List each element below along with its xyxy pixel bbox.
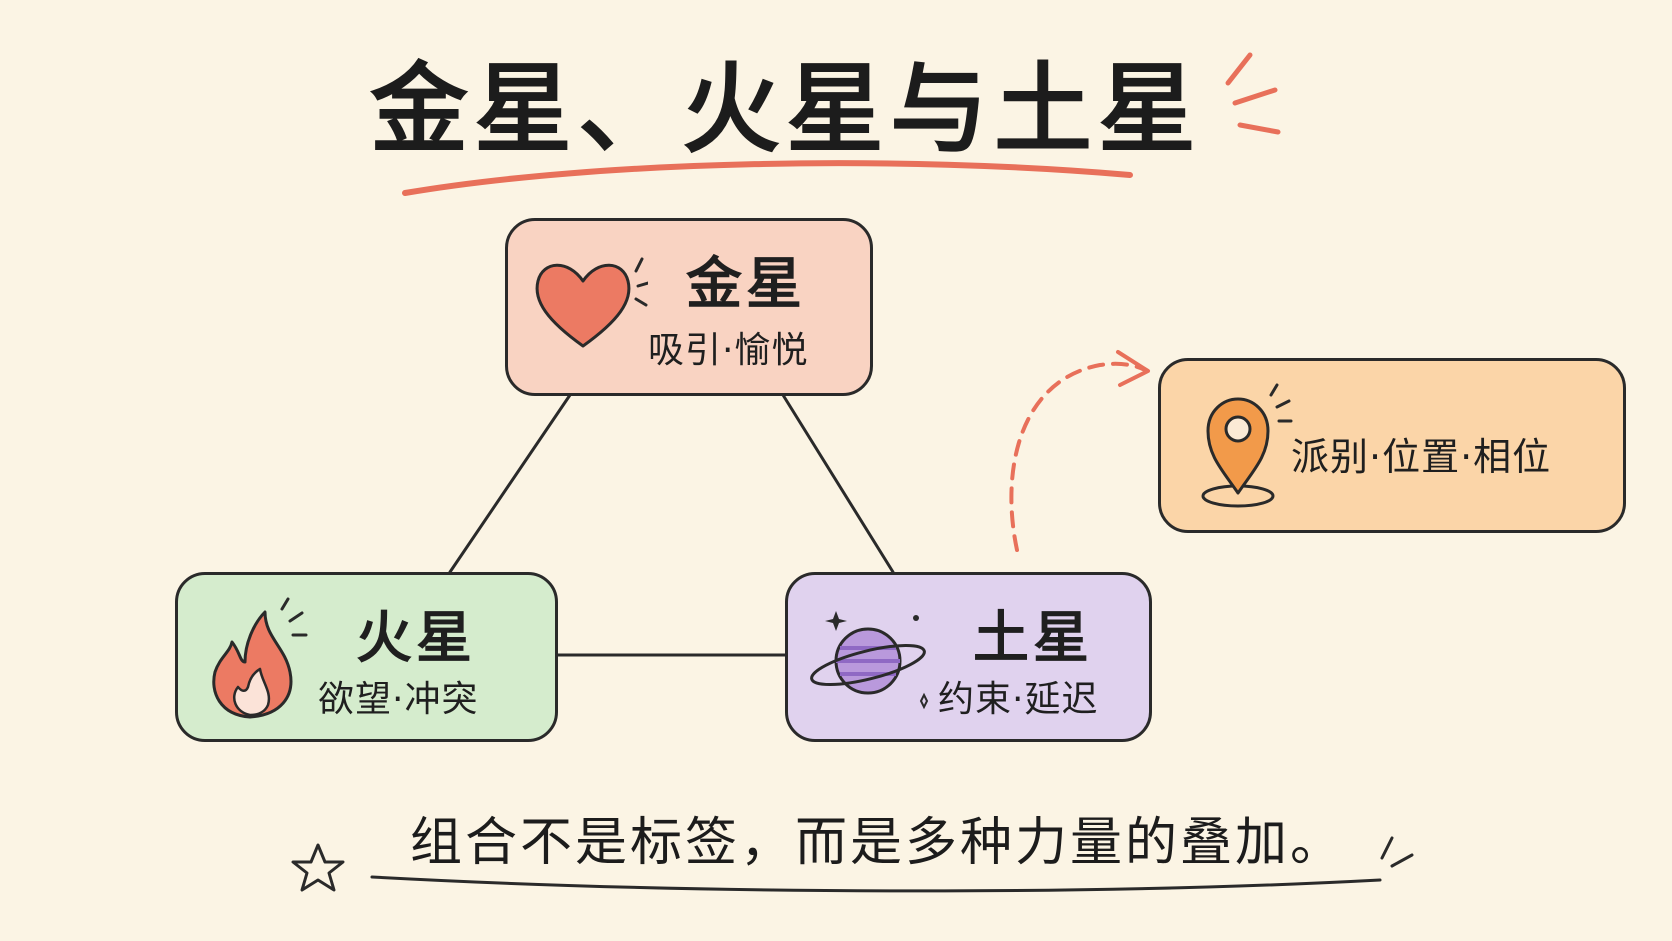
tagline-sparkle-icon xyxy=(1380,836,1414,868)
location-subtitle: 派别·位置·相位 xyxy=(1291,435,1552,479)
page-title: 金星、火星与土星 xyxy=(370,53,1203,167)
venus-subtitle: 吸引·愉悦 xyxy=(648,330,809,371)
map-pin-icon xyxy=(1201,383,1293,508)
mars-subtitle: 欲望·冲突 xyxy=(318,679,479,720)
node-mars: 火星 欲望·冲突 xyxy=(175,572,558,742)
mars-title: 火星 xyxy=(356,606,476,671)
flame-icon xyxy=(212,597,308,719)
saturn-subtitle: 约束·延迟 xyxy=(938,679,1099,720)
venus-title: 金星 xyxy=(686,252,806,317)
tagline: 组合不是标签，而是多种力量的叠加。 xyxy=(410,813,1346,873)
tagline-underline xyxy=(370,875,1382,893)
arrowhead-icon xyxy=(1116,350,1150,387)
node-venus: 金星 吸引·愉悦 xyxy=(505,218,873,396)
ringed-planet-icon xyxy=(810,611,929,710)
title-sparkle-icon xyxy=(1225,52,1281,135)
node-saturn: 土星 约束·延迟 xyxy=(785,572,1152,742)
heart-icon xyxy=(535,257,648,348)
star-icon xyxy=(291,843,345,892)
dashed-arrow-saturn-location xyxy=(1009,361,1147,552)
saturn-title: 土星 xyxy=(973,606,1093,671)
title-underline xyxy=(402,160,1133,196)
edge-venus-saturn xyxy=(781,393,895,574)
edge-venus-mars xyxy=(448,393,572,574)
node-location: 派别·位置·相位 xyxy=(1158,358,1626,533)
